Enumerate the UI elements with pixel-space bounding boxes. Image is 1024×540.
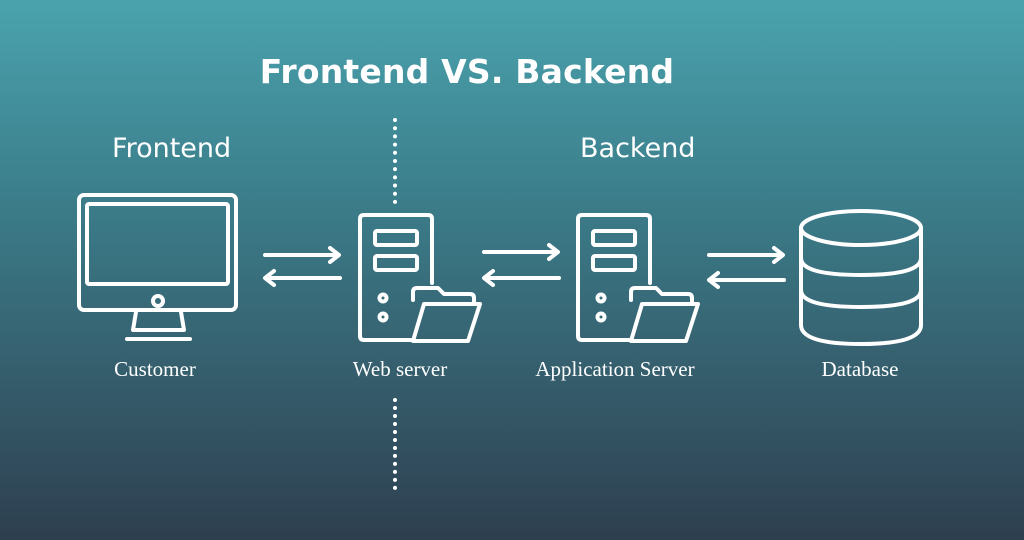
database-label: Database xyxy=(821,357,899,381)
application-server-label: Application Server xyxy=(535,357,695,381)
diagram-title: Frontend VS. Backend xyxy=(259,52,675,91)
frontend-section-label: Frontend xyxy=(112,133,232,164)
backend-section-label: Backend xyxy=(580,133,696,164)
frontend-backend-divider-top xyxy=(393,118,397,204)
frontend-backend-divider-bottom xyxy=(393,398,397,490)
customer-label: Customer xyxy=(114,357,196,381)
web-server-label: Web server xyxy=(352,357,448,381)
